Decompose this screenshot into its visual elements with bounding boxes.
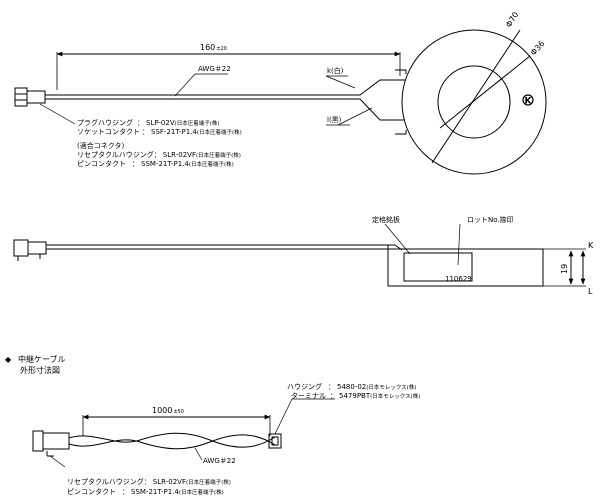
section-marker: ◆ [5, 355, 12, 364]
thickness-dim-text: 19 [560, 264, 569, 274]
side-l-label: L [588, 287, 593, 296]
svg-text:リセプタクルハウジング：SLR-02VF(日本圧着端子(株): リセプタクルハウジング：SLR-02VF(日本圧着端子(株) [77, 150, 241, 159]
cable-wire-gauge: AWG＃22 [203, 457, 236, 465]
lead-l-text: l(黒) [327, 116, 342, 124]
svg-text:プラグハウジング：SLP-02V(日本圧着端子(株): プラグハウジング：SLP-02V(日本圧着端子(株) [77, 118, 220, 127]
polarity-mark: K [525, 97, 533, 107]
lot-number: 110629 [445, 275, 472, 283]
svg-text:リセプタクルハウジング：SLR-02VF(日本圧着端子(株): リセプタクルハウジング：SLR-02VF(日本圧着端子(株) [67, 477, 231, 486]
nameplate-rect [403, 252, 473, 282]
lead-k-text: k(白) [327, 66, 344, 75]
svg-text:ピンコンタクト：SSM-21T-P1.4(日本圧着端子(株): ピンコンタクト：SSM-21T-P1.4(日本圧着端子(株) [77, 159, 234, 168]
connector-spec-block: プラグハウジング：SLP-02V(日本圧着端子(株) ソケットコンタクト：SSF… [77, 118, 242, 168]
top-view [14, 29, 547, 175]
svg-text:ピンコンタクト：SSM-21T-P1.4(日本圧着端子(株): ピンコンタクト：SSM-21T-P1.4(日本圧着端子(株) [67, 487, 224, 496]
svg-text:ソケットコンタクト：SSF-21T-P1.4(日本圧着端子(: ソケットコンタクト：SSF-21T-P1.4(日本圧着端子(株) [77, 127, 242, 136]
length-dim-text: 160±20 [200, 43, 227, 52]
svg-text:(適合コネクタ): (適合コネクタ) [77, 141, 124, 150]
top-wires [45, 79, 400, 121]
nameplate-label: 定格銘板 [372, 215, 400, 224]
cable-spec-right: ハウジング：5480-02(日本モレックス(株) ターミナル：5479PBT(日… [287, 382, 420, 400]
twisted-wire-2 [68, 434, 276, 450]
inner-diameter-text: Φ36 [529, 39, 547, 57]
svg-text:ハウジング：5480-02(日本モレックス(株): ハウジング：5480-02(日本モレックス(株) [287, 382, 417, 391]
outer-diameter-text: Φ70 [504, 10, 520, 29]
section-title: 中継ケーブル [18, 354, 66, 364]
svg-text:ターミナル：5479PBT(日本モレックス(株): ターミナル：5479PBT(日本モレックス(株) [291, 391, 420, 400]
lot-label: ロットNo.捺印 [467, 215, 514, 224]
relay-cable [32, 398, 335, 468]
plug-connector [14, 87, 46, 107]
cable-spec-left: リセプタクルハウジング：SLR-02VF(日本圧着端子(株) ピンコンタクト：S… [67, 477, 231, 496]
side-k-label: K [588, 241, 594, 250]
twisted-wire-1 [68, 432, 276, 448]
side-view [13, 223, 586, 287]
dim-outer-diameter-line [431, 29, 521, 164]
ring-sensor [395, 29, 547, 175]
cable-length-text: 1000±50 [152, 406, 184, 415]
wire-gauge-text: AWG＃22 [198, 65, 231, 73]
section-subtitle: 外形寸法図 [20, 365, 60, 375]
dim-inner-diameter-line [439, 55, 531, 129]
